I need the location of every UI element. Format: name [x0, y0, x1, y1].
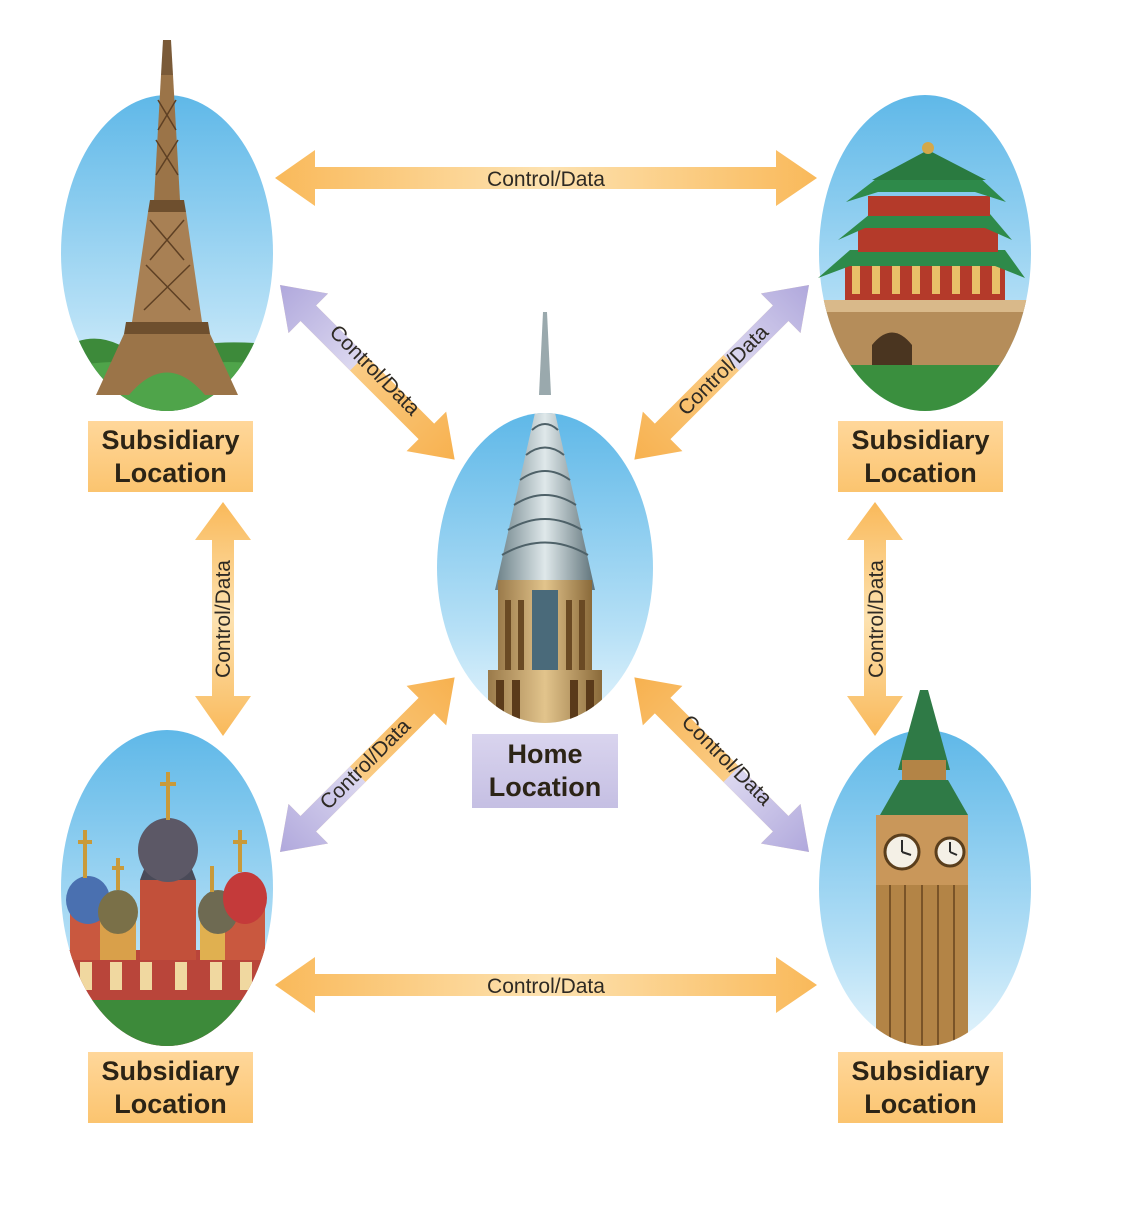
arrow-label-left: Control/Data [212, 560, 235, 678]
arrow-top [275, 150, 817, 206]
art-deco-skyscraper-icon [437, 312, 653, 723]
label-line-1: Subsidiary [851, 1055, 990, 1086]
onion-dome-cathedral-icon [61, 730, 273, 1046]
subsidiary-location-label-top-left: Subsidiary Location [88, 421, 253, 492]
arrow-label-diag-top-left: Control/Data [325, 321, 425, 421]
big-ben-clock-tower-icon [819, 690, 1031, 1046]
arrow-diag-top-left [280, 285, 455, 460]
arrow-bottom [275, 957, 817, 1013]
label-line-1: Home [507, 739, 583, 769]
home-location-label: Home Location [472, 734, 618, 808]
eiffel-tower-icon [61, 40, 273, 411]
label-line-2: Location [488, 772, 602, 802]
subsidiary-location-label-top-right: Subsidiary Location [838, 421, 1003, 492]
arrow-diag-bottom-left [280, 677, 455, 852]
label-line-1: Subsidiary [101, 424, 240, 455]
label-line-2: Location [864, 1088, 977, 1119]
arrow-label-top: Control/Data [487, 168, 605, 191]
arrow-label-diag-top-right: Control/Data [674, 320, 774, 420]
subsidiary-location-label-bottom-left: Subsidiary Location [88, 1052, 253, 1123]
arrow-label-diag-bottom-left: Control/Data [316, 714, 416, 814]
arrow-diag-bottom-right [634, 677, 809, 852]
arrow-label-bottom: Control/Data [487, 975, 605, 998]
label-line-2: Location [114, 1088, 227, 1119]
label-line-1: Subsidiary [101, 1055, 240, 1086]
label-line-2: Location [864, 457, 977, 488]
arrow-left [195, 502, 251, 736]
subsidiary-location-label-bottom-right: Subsidiary Location [838, 1052, 1003, 1123]
arrow-label-right: Control/Data [865, 560, 888, 678]
chinese-pagoda-icon [818, 95, 1031, 411]
label-line-2: Location [114, 457, 227, 488]
arrow-label-diag-bottom-right: Control/Data [677, 711, 777, 811]
arrow-right [847, 502, 903, 736]
arrow-diag-top-right [634, 285, 809, 460]
label-line-1: Subsidiary [851, 424, 990, 455]
